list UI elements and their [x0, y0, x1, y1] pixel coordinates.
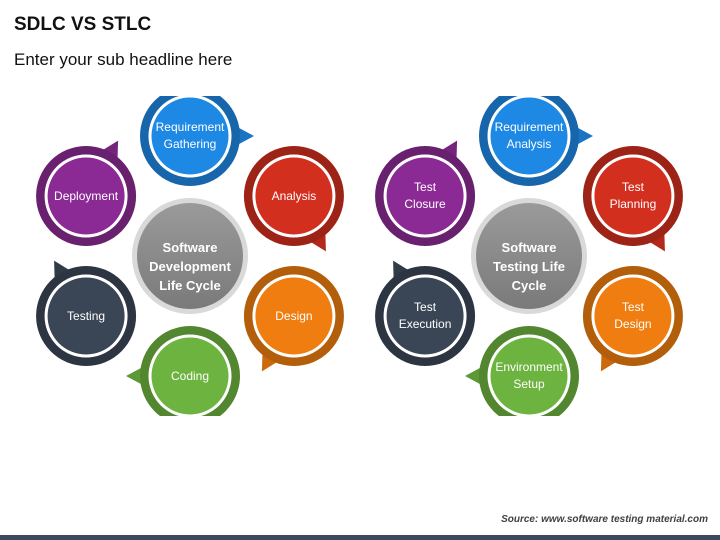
bottom-bar [0, 535, 720, 540]
sdlc-node-circle-2 [252, 154, 336, 238]
page-subtitle: Enter your sub headline here [14, 50, 233, 69]
sdlc-node-circle-1 [148, 96, 232, 178]
sdlc-ring-graphic [36, 96, 344, 416]
sdlc-node-circle-3 [252, 274, 336, 358]
stlc-ring-graphic [375, 96, 683, 416]
stlc-node-test-design: Test Design [614, 300, 652, 331]
sdlc-cycle-diagram: Requirement Gathering Analysis Design Co… [30, 96, 350, 416]
stlc-node-test-planning: Test Planning [609, 180, 657, 211]
stlc-node-test-closure: Test Closure [404, 180, 446, 211]
sdlc-node-circle-6 [44, 154, 128, 238]
stlc-node-circle-5 [383, 274, 467, 358]
stlc-node-circle-6 [383, 154, 467, 238]
stlc-node-circle-3 [591, 274, 675, 358]
sdlc-center-circle [137, 203, 243, 309]
stlc-node-environment-setup: Environment Setup [495, 360, 563, 391]
sdlc-node-circle-4 [148, 334, 232, 416]
source-caption: Source: www.software testing material.co… [501, 514, 708, 525]
sdlc-node-design: Design [275, 308, 313, 323]
sdlc-node-coding: Coding [170, 368, 210, 383]
stlc-cycle-diagram: Requirement Analysis Test Planning Test … [369, 96, 689, 416]
stlc-node-circle-2 [591, 154, 675, 238]
page-title: SDLC VS STLC [14, 14, 152, 35]
sdlc-node-circle-5 [44, 274, 128, 358]
sdlc-center-label: Software Development Life Cycle [149, 239, 231, 293]
stlc-node-circle-1 [487, 96, 571, 178]
stlc-center-label: Software Testing Life Cycle [493, 239, 565, 293]
stlc-node-circle-4 [487, 334, 571, 416]
stlc-center-circle [476, 203, 582, 309]
sdlc-node-testing: Testing [67, 308, 106, 323]
sdlc-node-deployment: Deployment [54, 188, 119, 203]
stlc-node-requirement-analysis: Requirement Analysis [494, 120, 564, 151]
stlc-node-test-execution: Test Execution [398, 300, 452, 331]
sdlc-node-requirement-gathering: Requirement Gathering [155, 120, 225, 151]
sdlc-node-analysis: Analysis [271, 188, 317, 203]
